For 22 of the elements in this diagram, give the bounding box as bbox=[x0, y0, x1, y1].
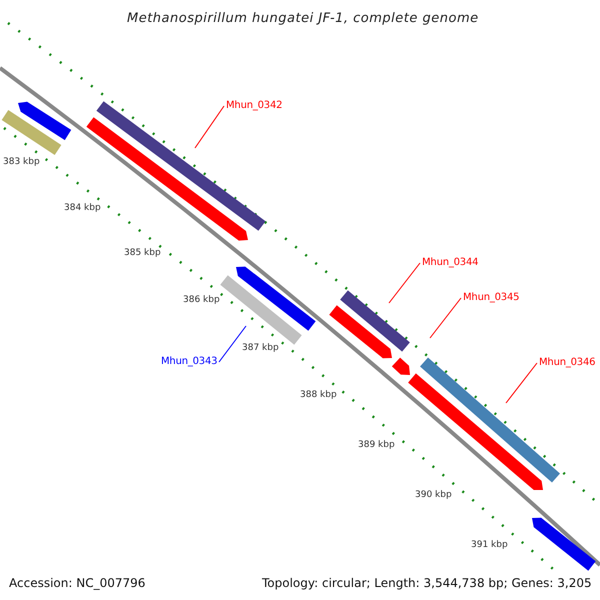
gene-label: Mhun_0346 bbox=[539, 358, 596, 368]
diagram-title: Methanospirillum hungatei JF-1, complete genome bbox=[127, 12, 479, 25]
gene-label: Mhun_0342 bbox=[226, 101, 282, 111]
gene-label: Mhun_0343 bbox=[161, 357, 218, 367]
scale-label: 385 kbp bbox=[124, 249, 161, 258]
scale-label: 383 kbp bbox=[3, 158, 40, 167]
leader-line bbox=[388, 262, 420, 304]
scale-label: 391 kbp bbox=[471, 541, 508, 550]
leader-line bbox=[194, 106, 224, 148]
leader-line bbox=[506, 362, 538, 404]
leader-line bbox=[430, 298, 462, 338]
info-text: Accession: NC_007796 bbox=[9, 577, 146, 589]
gene-label: Mhun_0344 bbox=[422, 258, 478, 268]
gene-label: Mhun_0345 bbox=[463, 293, 520, 303]
scale-label: 386 kbp bbox=[183, 296, 220, 305]
scale-label: 388 kbp bbox=[300, 391, 337, 400]
scale-label: 384 kbp bbox=[64, 204, 101, 213]
scale-label: 390 kbp bbox=[415, 491, 452, 500]
leader-line bbox=[218, 326, 246, 362]
scale-label: 387 kbp bbox=[242, 344, 279, 353]
info-text: Topology: circular; Length: 3,544,738 bp; Genes: 3,205 bbox=[262, 577, 592, 589]
scale-label: 389 kbp bbox=[358, 441, 395, 450]
